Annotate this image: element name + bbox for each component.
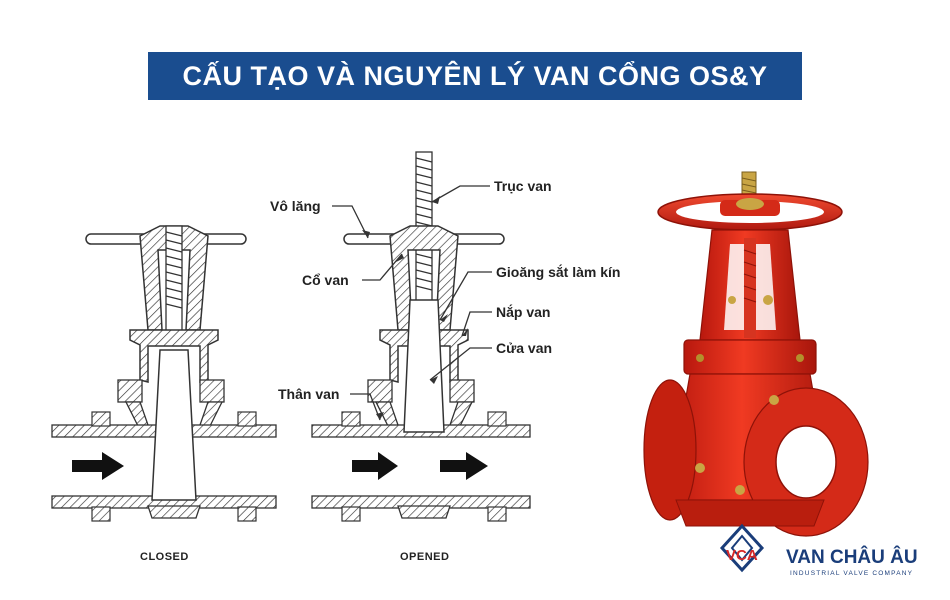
flow-arrow-icon [72,452,124,480]
page-title: CẤU TẠO VÀ NGUYÊN LÝ VAN CỔNG OS&Y [182,60,768,91]
label-gioang: Gioăng sắt làm kín [496,263,620,280]
flow-arrow-icon [440,452,488,480]
logo-tagline: INDUSTRIAL VALVE COMPANY [790,570,913,577]
logo-mark: VCA [726,547,758,564]
flow-arrow-icon [352,452,398,480]
caption-opened: OPENED [400,551,449,563]
closed-valve-diagram: CLOSED [51,225,277,563]
label-co-van: Cổ van [302,272,349,288]
red-gate-valve-image [643,171,869,537]
company-logo: VCA VAN CHÂU ÂU INDUSTRIAL VALVE COMPANY [719,523,918,577]
logo-name: VAN CHÂU ÂU [786,546,918,568]
label-truc-van: Trục van [494,178,552,194]
opened-valve-diagram: OPENED [311,151,531,563]
caption-closed: CLOSED [140,551,189,563]
label-vo-lang: Vô lăng [270,198,321,214]
title-banner: CẤU TẠO VÀ NGUYÊN LÝ VAN CỔNG OS&Y [148,52,802,100]
label-cua-van: Cửa van [496,340,552,356]
label-nap-van: Nắp van [496,303,550,320]
label-than-van: Thân van [278,386,339,402]
